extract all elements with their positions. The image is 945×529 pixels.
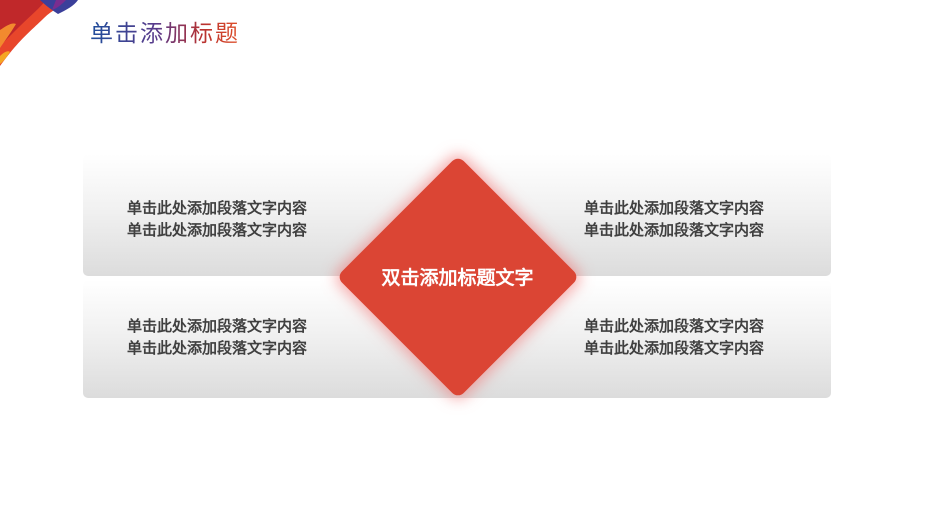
text-line: 单击此处添加段落文字内容 xyxy=(127,199,308,217)
text-line: 单击此处添加段落文字内容 xyxy=(584,199,765,217)
text-line: 单击此处添加段落文字内容 xyxy=(127,339,308,357)
text-block-top-right[interactable]: 单击此处添加段落文字内容 单击此处添加段落文字内容 xyxy=(584,197,764,241)
text-block-bottom-left[interactable]: 单击此处添加段落文字内容 单击此处添加段落文字内容 xyxy=(127,315,307,359)
text-line: 单击此处添加段落文字内容 xyxy=(584,221,765,239)
center-diamond[interactable]: 双击添加标题文字 xyxy=(335,154,580,399)
text-line: 单击此处添加段落文字内容 xyxy=(584,317,765,335)
page-title: 单击添加标题 xyxy=(90,18,240,50)
text-block-bottom-right[interactable]: 单击此处添加段落文字内容 单击此处添加段落文字内容 xyxy=(584,315,764,359)
text-block-top-left[interactable]: 单击此处添加段落文字内容 单击此处添加段落文字内容 xyxy=(127,197,307,241)
text-line: 单击此处添加段落文字内容 xyxy=(127,317,308,335)
text-line: 单击此处添加段落文字内容 xyxy=(584,339,765,357)
center-label: 双击添加标题文字 xyxy=(381,267,534,289)
text-line: 单击此处添加段落文字内容 xyxy=(127,221,308,239)
paint-brush-decoration xyxy=(0,0,78,66)
